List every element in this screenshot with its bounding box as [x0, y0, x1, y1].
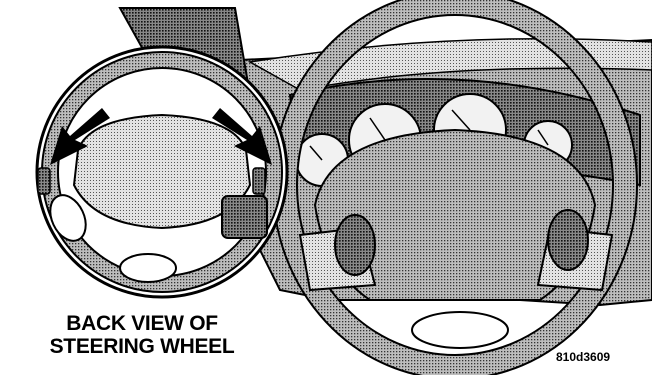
left-rear-switch	[38, 168, 50, 194]
figure-code: 810d3609	[556, 350, 610, 364]
back-view-steering-wheel	[37, 47, 287, 297]
caption-line-2: STEERING WHEEL	[12, 335, 272, 358]
right-rear-switch	[253, 168, 265, 194]
caption-line-1: BACK VIEW OF	[12, 312, 272, 335]
figure-caption: BACK VIEW OF STEERING WHEEL	[12, 312, 272, 358]
dash-switch-panel	[222, 196, 267, 238]
right-switch-cluster	[548, 210, 588, 270]
left-switch-cluster	[335, 215, 375, 275]
